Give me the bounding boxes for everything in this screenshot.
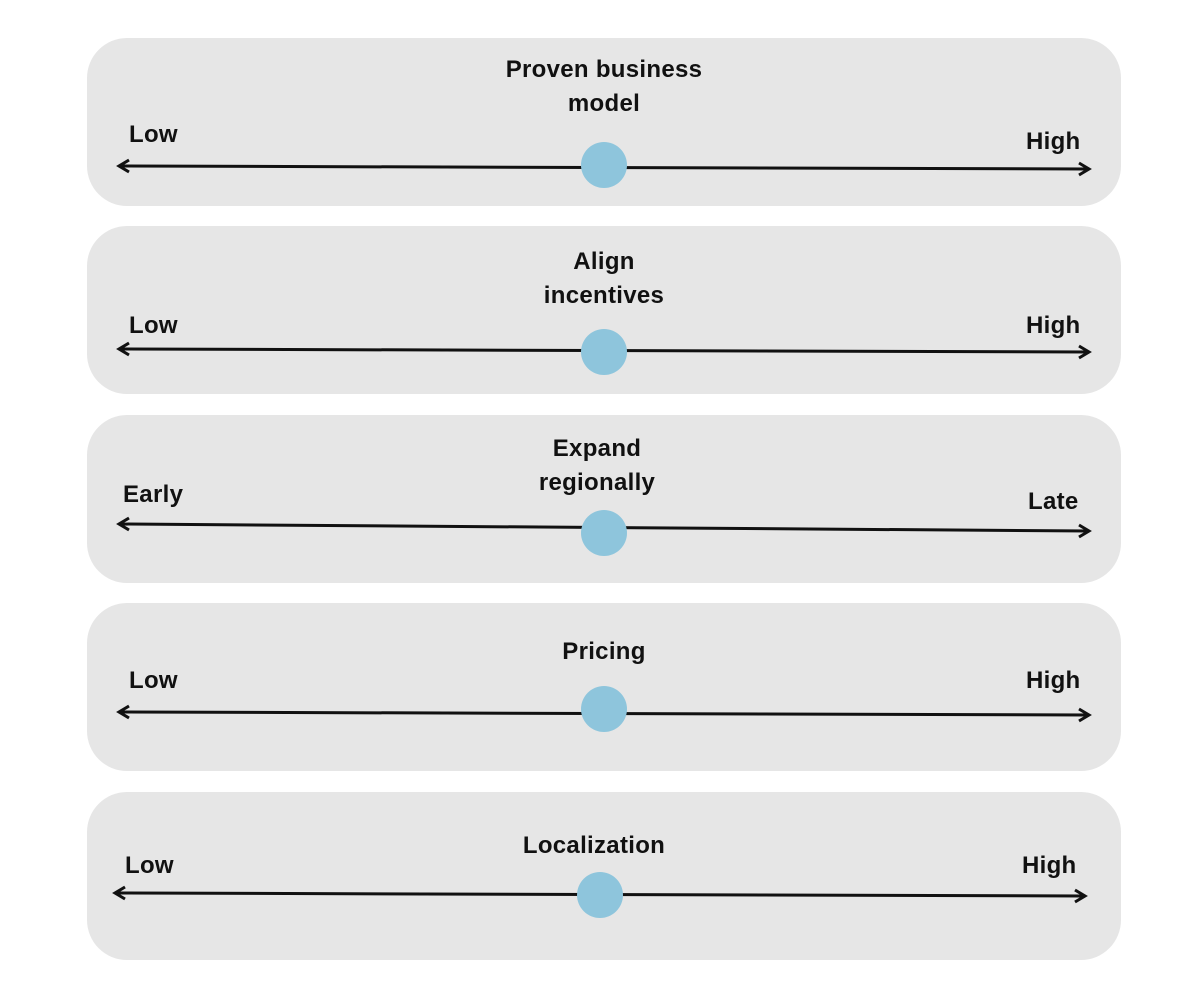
scale-arrow-2 [116, 329, 1092, 375]
scale-title: Proven business model [505, 56, 703, 117]
scale-arrow-4 [116, 686, 1092, 732]
scale-left-label: Low [129, 121, 178, 148]
scale-right-label: Late [1028, 488, 1079, 515]
scale-marker [581, 329, 627, 375]
scale-right-label: High [1026, 128, 1081, 155]
scale-title: Pricing [562, 638, 646, 665]
scale-panel-expand-regionally: Expand regionally Early Late [87, 415, 1121, 583]
scale-marker [581, 142, 627, 188]
scale-panel-align-incentives: Align incentives Low High [87, 226, 1121, 394]
scale-left-label: Low [125, 852, 174, 879]
scale-panel-localization: Localization Low High [87, 792, 1121, 960]
scale-left-label: Low [129, 667, 178, 694]
scale-title: Align incentives [543, 248, 665, 309]
scale-arrow-1 [116, 142, 1092, 188]
scale-panel-pricing: Pricing Low High [87, 603, 1121, 771]
scale-right-label: High [1022, 852, 1077, 879]
scale-panel-proven-business-model: Proven business model Low High [87, 38, 1121, 206]
scale-arrow-5 [112, 872, 1088, 918]
scale-arrow-3 [116, 510, 1092, 556]
scale-marker [581, 510, 627, 556]
scale-marker [577, 872, 623, 918]
scale-title: Expand regionally [538, 435, 656, 496]
scale-right-label: High [1026, 312, 1081, 339]
scale-marker [581, 686, 627, 732]
scale-left-label: Low [129, 312, 178, 339]
scale-left-label: Early [123, 481, 184, 508]
scale-right-label: High [1026, 667, 1081, 694]
scale-title: Localization [522, 832, 666, 859]
